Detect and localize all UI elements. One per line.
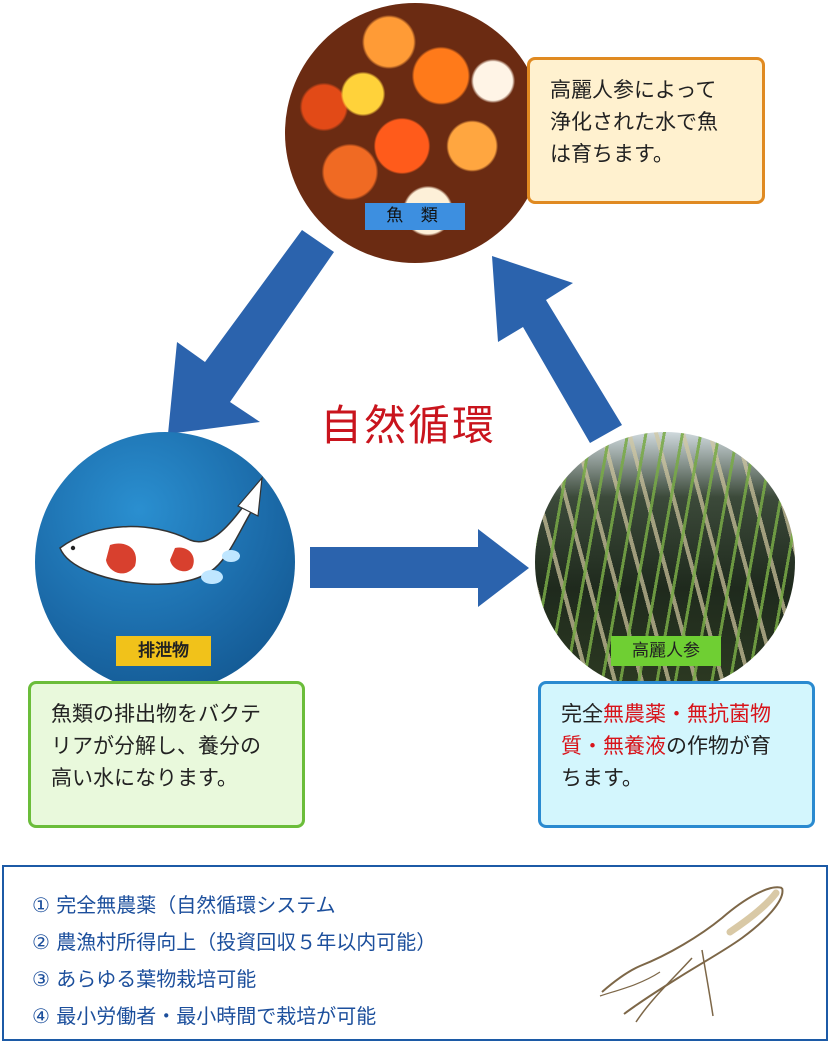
fish-note-line: 浄化された水で魚 (550, 110, 718, 134)
waste-note-line: 高い水になります。 (51, 766, 238, 790)
ginseng-note-line: 質・無養液の作物が育 (561, 730, 792, 762)
benefit-item: ② 農漁村所得向上（投資回収５年以内可能） (32, 930, 437, 954)
arrow-ginseng-to-fish (492, 256, 622, 443)
ginseng-note-text: 完全 (561, 702, 603, 726)
ginseng-note-highlight: 質・無養液 (561, 734, 666, 758)
ginseng-note-highlight: 無農薬・無抗菌物 (603, 702, 771, 726)
arrow-fish-to-waste (168, 230, 334, 434)
benefits-box: ① 完全無農薬（自然循環システム ② 農漁村所得向上（投資回収５年以内可能） ③… (2, 865, 828, 1041)
ginseng-note-line: 完全無農薬・無抗菌物 (561, 698, 792, 730)
benefit-item: ① 完全無農薬（自然循環システム (32, 893, 336, 917)
ginseng-note-line: ちます。 (561, 766, 643, 790)
waste-note-line: 魚類の排出物をバクテ (51, 702, 261, 726)
waste-note: 魚類の排出物をバクテ リアが分解し、養分の 高い水になります。 (28, 681, 305, 828)
ginseng-note-text: の作物が育 (666, 734, 771, 758)
benefits-list: ① 完全無農薬（自然循環システム ② 農漁村所得向上（投資回収５年以内可能） ③… (32, 887, 436, 1035)
waste-label: 排泄物 (116, 636, 211, 666)
diagram-title: 自然循環 (320, 401, 497, 450)
ginseng-label: 高麗人参 (611, 636, 721, 666)
fish-label: 魚 類 (365, 203, 465, 230)
benefit-item: ③ あらゆる葉物栽培可能 (32, 967, 257, 991)
arrow-waste-to-ginseng (310, 529, 529, 607)
fish-note-line: は育ちます。 (550, 142, 674, 166)
waste-note-line: リアが分解し、養分の (51, 734, 261, 758)
benefit-item: ④ 最小労働者・最小時間で栽培が可能 (32, 1004, 377, 1028)
fish-note-line: 高麗人参によって (550, 78, 717, 102)
ginseng-note: 完全無農薬・無抗菌物 質・無養液の作物が育 ちます。 (538, 681, 815, 828)
fish-note: 高麗人参によって 浄化された水で魚 は育ちます。 (527, 57, 765, 204)
